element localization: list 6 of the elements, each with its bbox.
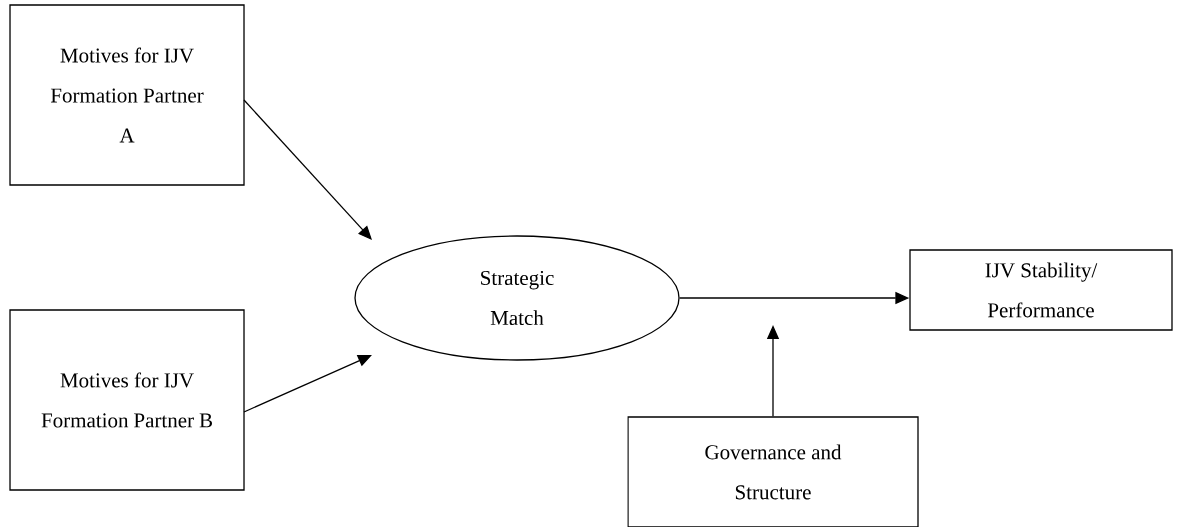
arrow xyxy=(243,355,372,413)
process-box: Motives for IJV Formation Partner A xyxy=(9,4,245,186)
process-box: Motives for IJV Formation Partner B xyxy=(9,309,245,491)
process-box: IJV Stability/ Performance xyxy=(909,249,1173,331)
process-box: Governance and Structure xyxy=(627,416,919,527)
arrow xyxy=(243,99,372,240)
